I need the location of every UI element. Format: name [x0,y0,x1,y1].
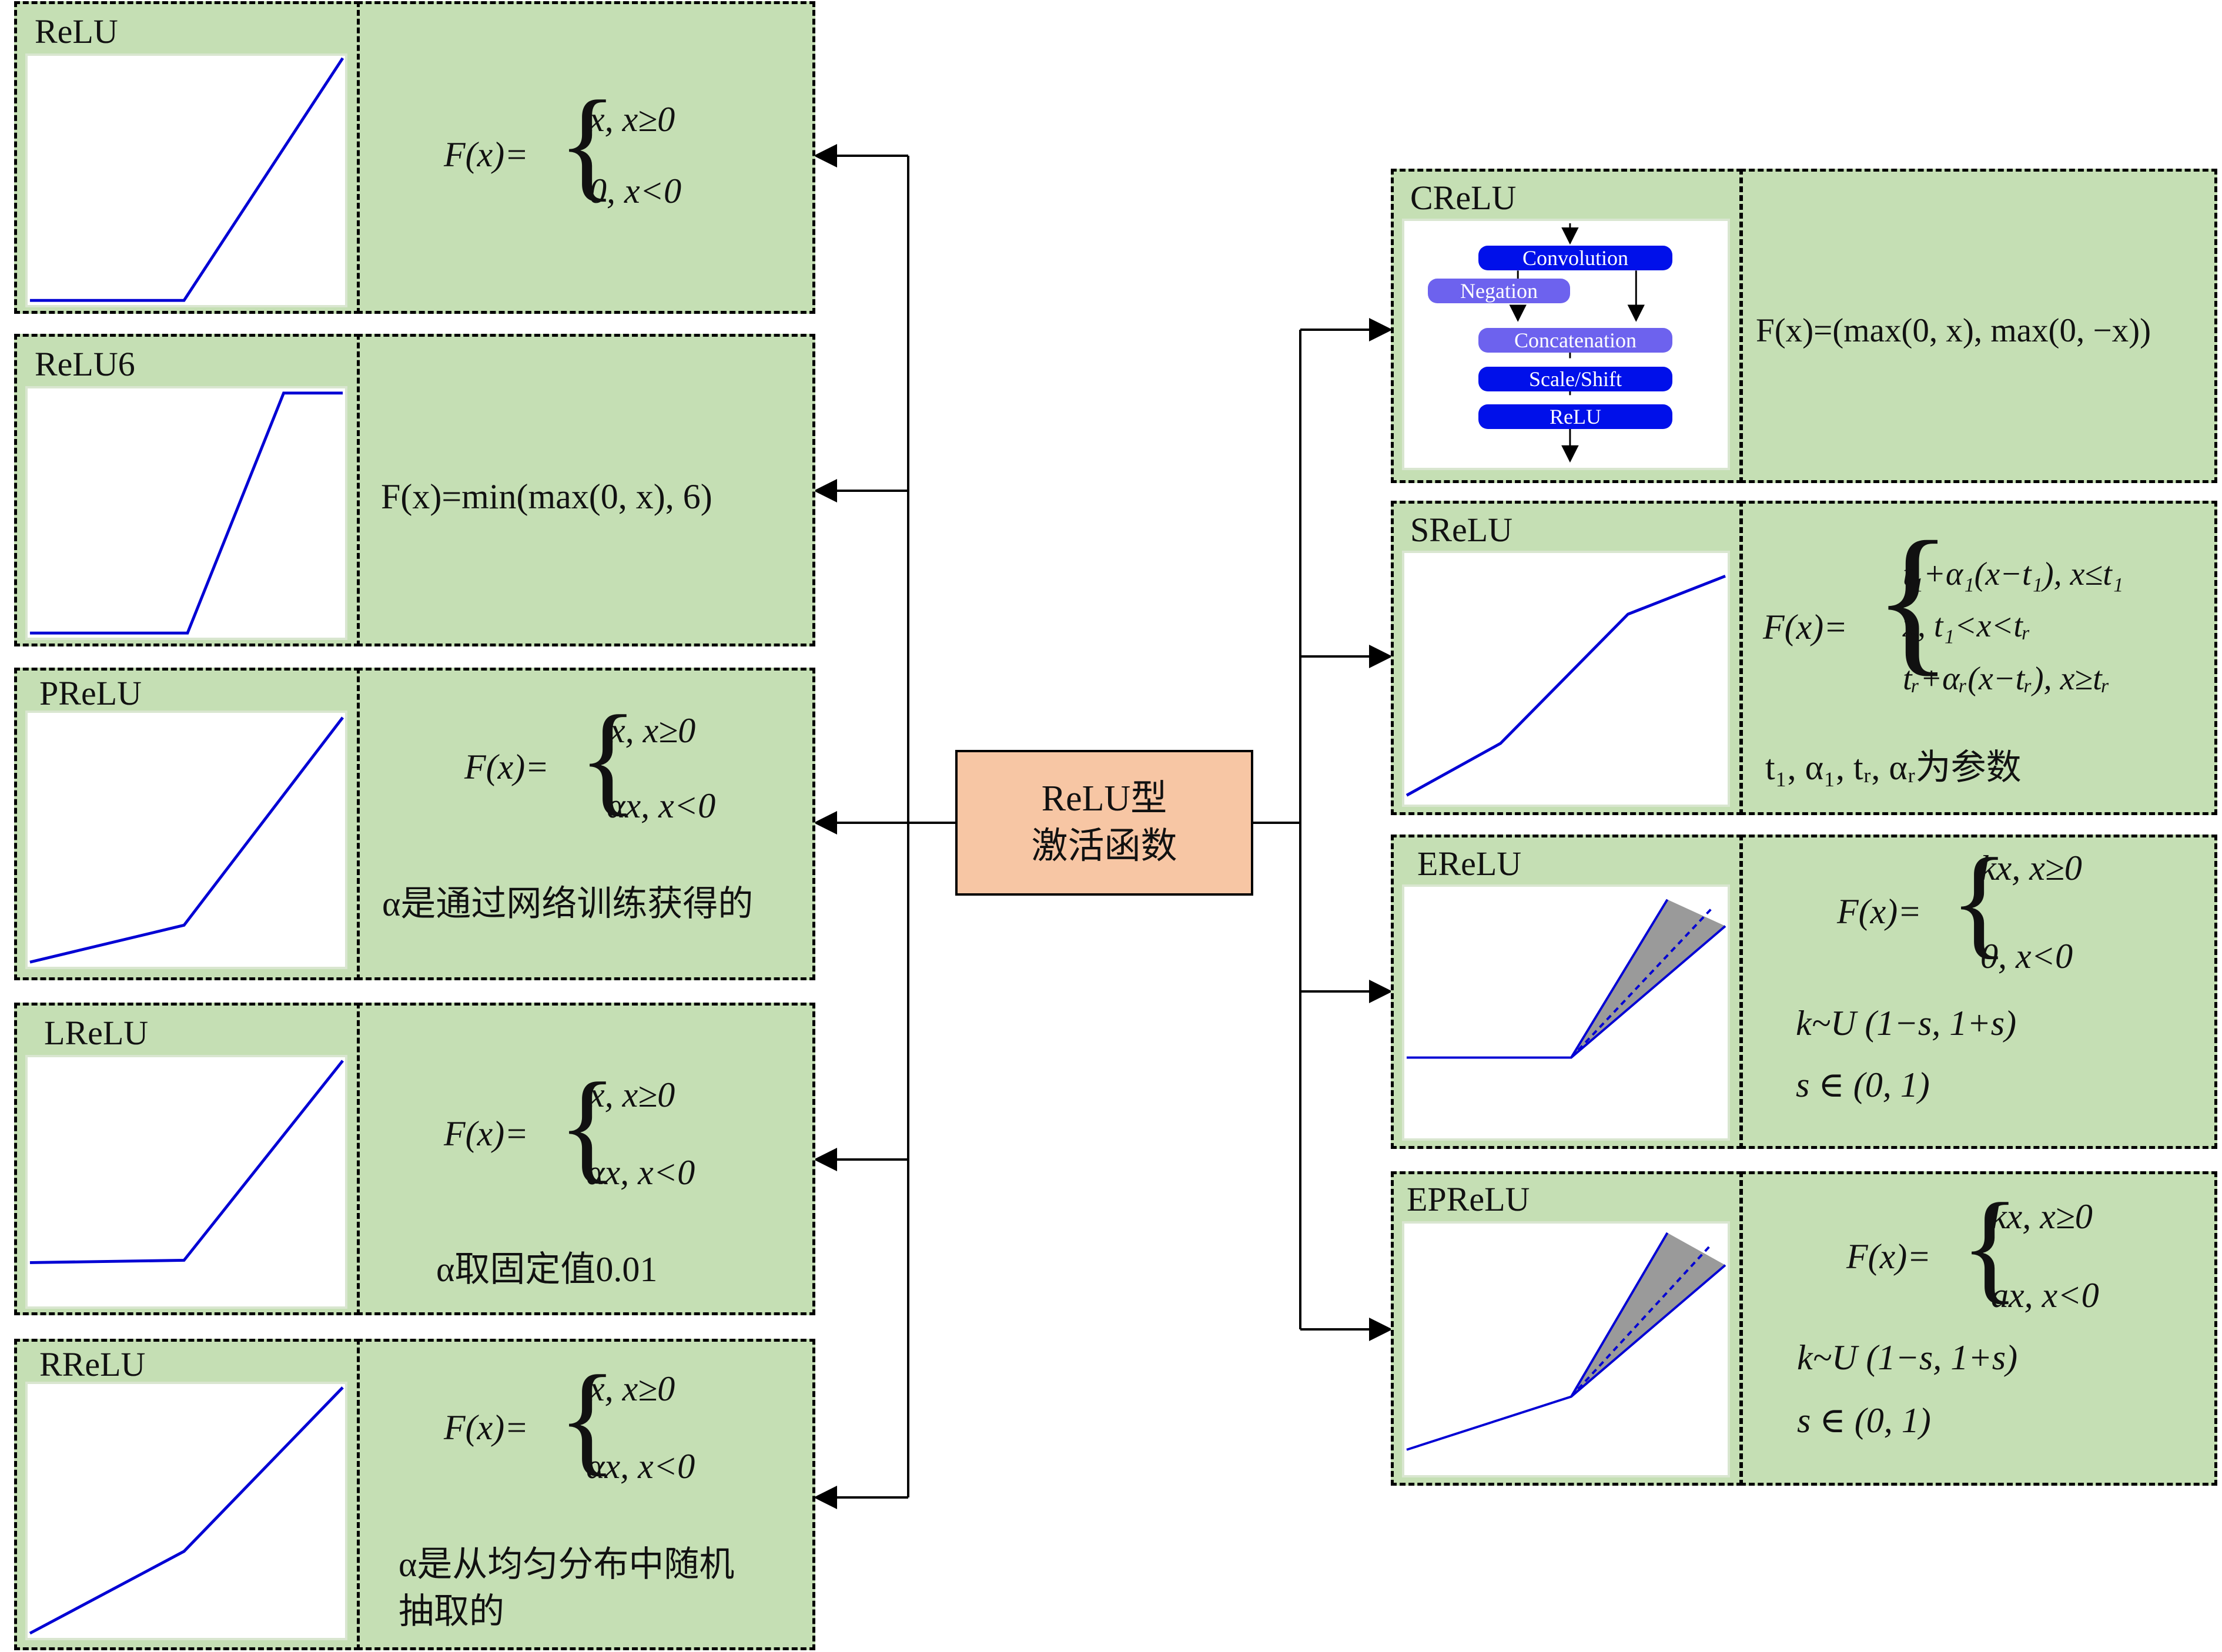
eprelu-plot-panel: EPReLU [1391,1171,1742,1486]
prelu-title: PReLU [39,674,142,712]
lrelu-plot [25,1055,347,1309]
erelu-title: EReLU [1417,845,1522,883]
erelu-curve-upper [1570,899,1669,1058]
srelu-case2: x, t₁<x<tᵣ [1903,608,2031,644]
erelu-lhs: F(x)= [1837,892,1922,931]
erelu-brace: { [1950,833,2009,970]
lrelu-curve [29,1060,344,1264]
erelu-plot-panel: EReLU [1391,835,1742,1149]
relu-case2: 0, x<0 [589,172,682,210]
eprelu-note2: s ∈ (0, 1) [1797,1401,1931,1440]
eprelu-curve-upper [1570,1232,1669,1398]
relu-plot [25,53,347,307]
rrelu-plot-panel: RReLU [14,1339,360,1650]
lrelu-title: LReLU [44,1014,149,1052]
prelu-curve [29,716,344,964]
rrelu-case2: αx, x<0 [586,1447,695,1486]
erelu-case2: 0, x<0 [1980,937,2073,976]
relu-lhs: F(x)= [444,135,528,174]
srelu-formula-panel: F(x)= { t₁+α₁(x−t₁), x≤t₁ x, t₁<x<tᵣ tᵣ+… [1740,501,2217,815]
lrelu-note: α取固定值0.01 [436,1250,658,1289]
lrelu-plot-panel: LReLU [14,1003,360,1315]
erelu-note1: k~U (1−s, 1+s) [1796,1004,2017,1043]
crelu-diagram-panel: CReLU Convolution Negation Concatenation… [1391,169,1742,483]
lrelu-case2: αx, x<0 [586,1153,695,1192]
srelu-case1: t₁+α₁(x−t₁), x≤t₁ [1903,556,2124,592]
scale-shift-node: Scale/Shift [1478,367,1672,391]
crelu-title: CReLU [1410,179,1517,217]
relu-case1: x, x≥0 [589,100,675,139]
srelu-plot-panel: SReLU [1391,501,1742,815]
eprelu-title: EPReLU [1407,1180,1530,1218]
relu-brace: { [558,76,617,212]
eprelu-brace: { [1960,1178,2020,1315]
relu-title: ReLU [35,12,118,51]
srelu-plot [1402,551,1730,807]
prelu-case2: αx, x<0 [607,786,716,825]
prelu-note: α是通过网络训练获得的 [382,884,754,923]
eprelu-curve-lower [1406,1264,1726,1451]
rrelu-plot [25,1382,347,1640]
negation-node: Negation [1428,279,1570,303]
srelu-title: SReLU [1410,511,1512,549]
relu6-formula: F(x)=min(max(0, x), 6) [381,477,712,516]
prelu-lhs: F(x)= [464,748,549,786]
lrelu-brace: { [558,1058,617,1194]
relu-formula-panel: F(x)= { x, x≥0 0, x<0 [357,1,815,314]
rrelu-lhs: F(x)= [444,1408,528,1447]
relu6-curve [29,391,343,635]
eprelu-plot [1402,1221,1730,1477]
eprelu-formula-panel: F(x)= { kx, x≥0 ax, x<0 k~U (1−s, 1+s) s… [1740,1171,2217,1486]
prelu-case1: x, x≥0 [610,711,696,750]
rrelu-title: RReLU [39,1345,146,1383]
eprelu-case1: kx, x≥0 [1991,1197,2093,1236]
eprelu-note1: k~U (1−s, 1+s) [1797,1338,2018,1377]
crelu-formula: F(x)=(max(0, x), max(0, −x)) [1756,312,2151,349]
center-line2: 激活函数 [1031,826,1177,866]
rrelu-brace: { [558,1351,617,1487]
center-line1: ReLU型 [1041,779,1167,819]
erelu-plot [1402,884,1730,1141]
erelu-curve-lower [1406,925,1726,1059]
relu-plot-panel: ReLU [14,1,360,314]
relu6-title: ReLU6 [35,345,135,383]
rrelu-note1: α是从均匀分布中随机 [399,1545,735,1584]
lrelu-lhs: F(x)= [444,1114,528,1153]
rrelu-case1: x, x≥0 [589,1369,675,1408]
concatenation-node: Concatenation [1478,328,1672,353]
srelu-curve [1406,574,1726,797]
erelu-note2: s ∈ (0, 1) [1796,1065,1930,1104]
prelu-brace: { [578,691,638,827]
rrelu-curve [29,1386,344,1635]
center-node: ReLU型 激活函数 [955,750,1253,896]
lrelu-case1: x, x≥0 [589,1075,675,1114]
relu6-formula-panel: F(x)=min(max(0, x), 6) [357,334,815,646]
erelu-curve-mean [1570,907,1712,1058]
lrelu-formula-panel: F(x)= { x, x≥0 αx, x<0 α取固定值0.01 [357,1003,815,1315]
rrelu-note2: 抽取的 [399,1592,504,1631]
relu-node: ReLU [1478,404,1672,429]
eprelu-case2: ax, x<0 [1991,1276,2099,1315]
erelu-case1: kx, x≥0 [1980,849,2082,887]
srelu-brace: { [1873,507,1953,690]
relu6-plot-panel: ReLU6 [14,334,360,646]
crelu-formula-panel: F(x)=(max(0, x), max(0, −x)) [1740,169,2217,483]
relu6-plot [25,386,347,640]
rrelu-formula-panel: F(x)= { x, x≥0 αx, x<0 α是从均匀分布中随机 抽取的 [357,1339,815,1650]
crelu-flow: Convolution Negation Concatenation Scale… [1402,219,1730,470]
prelu-formula-panel: F(x)= { x, x≥0 αx, x<0 α是通过网络训练获得的 [357,668,815,980]
erelu-formula-panel: F(x)= { kx, x≥0 0, x<0 k~U (1−s, 1+s) s … [1740,835,2217,1149]
relu-curve [29,57,344,302]
eprelu-lhs: F(x)= [1846,1237,1931,1276]
convolution-node: Convolution [1478,246,1672,270]
eprelu-curve-mean [1570,1244,1712,1398]
prelu-plot [25,711,347,969]
srelu-case3: tᵣ+αᵣ(x−tᵣ), x≥tᵣ [1903,661,2110,697]
srelu-lhs: F(x)= [1763,608,1848,646]
srelu-note: t₁, α₁, tᵣ, αᵣ为参数 [1765,748,2022,787]
prelu-plot-panel: PReLU [14,668,360,980]
